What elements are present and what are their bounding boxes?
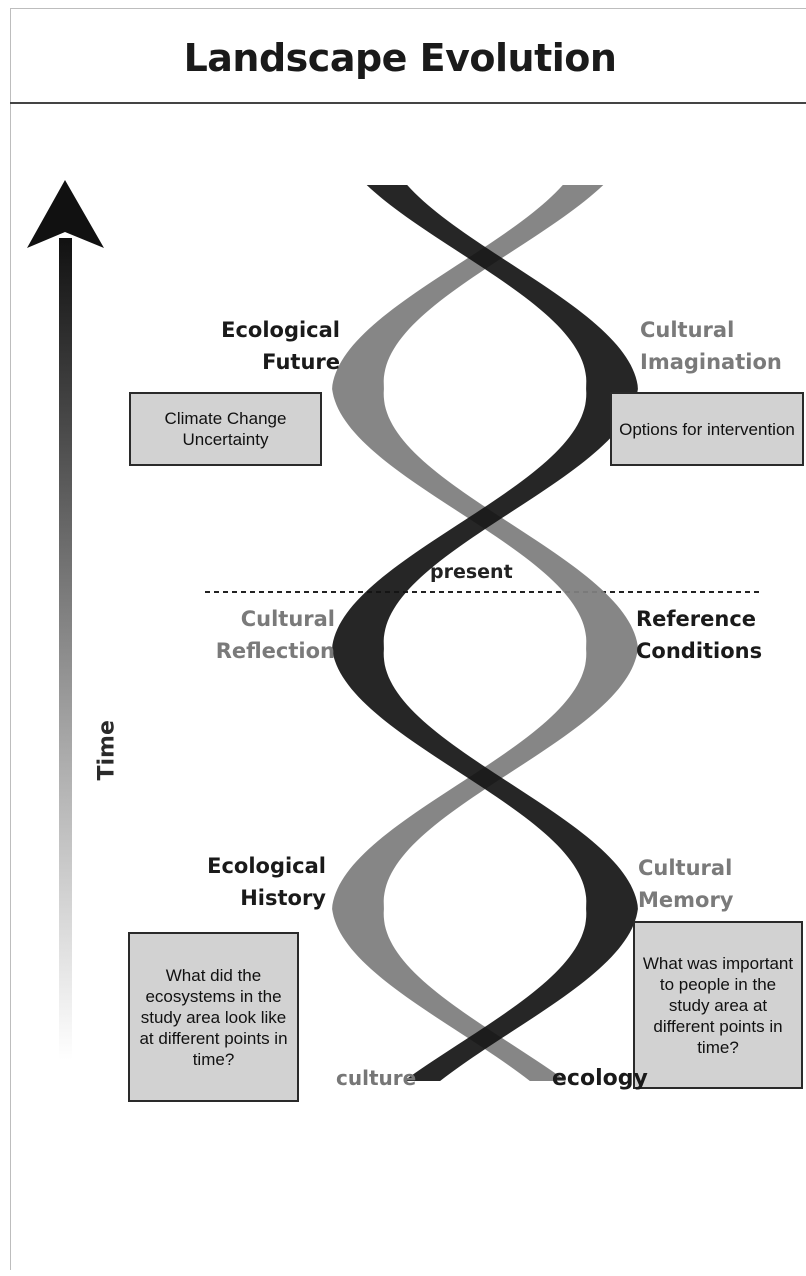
label-line: Conditions	[636, 639, 763, 663]
label-cultural-reflection: Cultural Reflection	[190, 603, 335, 667]
figure-frame	[10, 8, 806, 1270]
label-line: Imagination	[640, 350, 782, 374]
label-ecological-future: Ecological Future	[200, 314, 340, 378]
culture-strand-label: culture	[336, 1066, 417, 1090]
label-cultural-memory: Cultural Memory	[638, 852, 734, 916]
title-bar	[10, 8, 806, 104]
label-line: Cultural	[640, 318, 735, 342]
figure-title: Landscape Evolution	[183, 36, 617, 80]
label-line: Cultural	[240, 607, 335, 631]
label-line: Future	[262, 350, 340, 374]
label-line: History	[240, 886, 326, 910]
box-options-intervention: Options for intervention	[610, 392, 804, 466]
box-ecosystems-question: What did the ecosystems in the study are…	[128, 932, 299, 1102]
label-ecological-history: Ecological History	[180, 850, 326, 914]
label-cultural-imagination: Cultural Imagination	[640, 314, 782, 378]
label-reference-conditions: Reference Conditions	[636, 603, 762, 667]
time-arrow-shaft	[59, 238, 72, 1060]
label-line: Reflection	[215, 639, 335, 663]
present-label: present	[430, 561, 513, 583]
box-climate-change: Climate Change Uncertainty	[129, 392, 322, 466]
ecology-strand-label: ecology	[552, 1066, 648, 1091]
label-line: Cultural	[638, 856, 733, 880]
label-line: Reference	[636, 607, 757, 631]
time-arrow-head	[27, 180, 104, 248]
time-axis-label: Time	[94, 720, 120, 781]
label-line: Ecological	[221, 318, 340, 342]
label-line: Memory	[638, 888, 734, 912]
box-important-question: What was important to people in the stud…	[633, 921, 803, 1089]
label-line: Ecological	[207, 854, 326, 878]
